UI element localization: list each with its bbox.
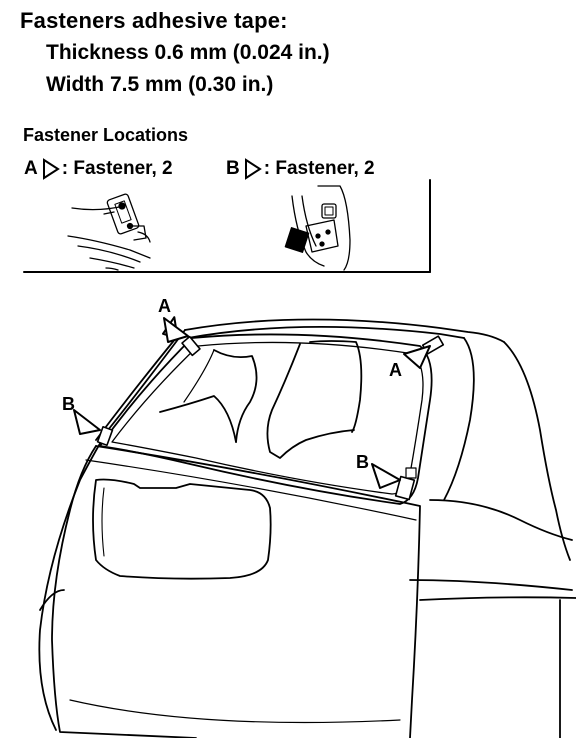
legend-fastener-b: B : Fastener, 2 <box>226 158 375 180</box>
vehicle-body <box>38 318 576 738</box>
legend-a-letter: A <box>24 158 38 179</box>
callout-a-top-left: A <box>158 296 171 316</box>
callout-pointers <box>73 316 431 489</box>
fastener-inset-frame <box>23 179 431 273</box>
legend-fastener-a: A : Fastener, 2 <box>24 158 173 180</box>
callout-b-left: B <box>62 394 75 414</box>
legend-a-text: : Fastener, 2 <box>61 158 173 179</box>
triangle-right-icon <box>42 158 60 180</box>
spec-title: Fasteners adhesive tape: <box>20 8 288 33</box>
rear-window <box>99 333 433 505</box>
spec-thickness: Thickness 0.6 mm (0.024 in.) <box>46 41 330 64</box>
legend-b-text: : Fastener, 2 <box>263 158 375 179</box>
fastener-a-detail <box>67 193 151 271</box>
triangle-right-icon <box>244 158 262 180</box>
callout-b-right: B <box>356 452 369 472</box>
legend-b-letter: B <box>226 158 240 179</box>
callout-a-right: A <box>389 360 402 380</box>
locations-title: Fastener Locations <box>23 125 189 145</box>
tailgate <box>51 445 421 738</box>
spec-width: Width 7.5 mm (0.30 in.) <box>46 73 274 96</box>
fastener-b-detail <box>284 185 351 271</box>
